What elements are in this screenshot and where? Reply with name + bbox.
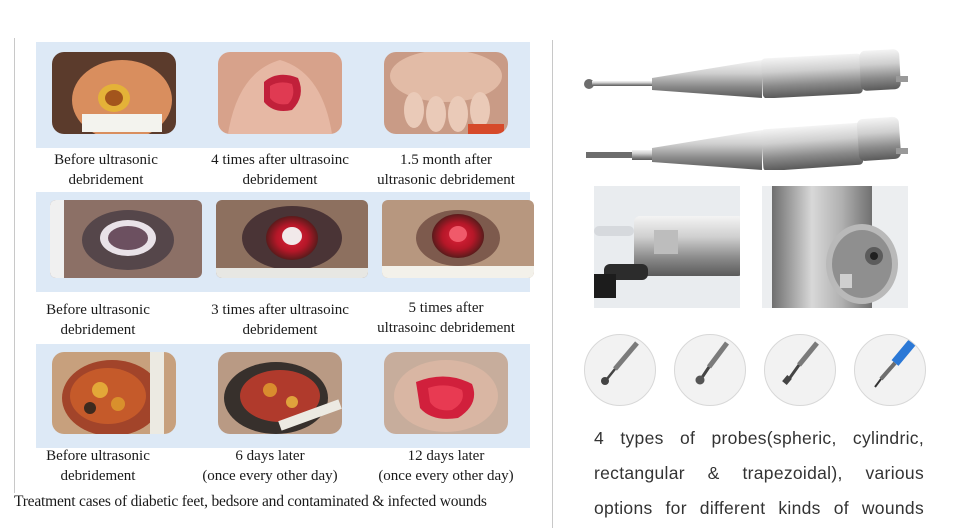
handpiece-cylindric-probe xyxy=(586,116,908,170)
probe-description: 4 types of probes(spheric, cylindric, re… xyxy=(594,428,924,518)
handpiece-connector-closeup xyxy=(594,186,740,308)
treatment-cases-caption: Treatment cases of diabetic feet, bedsor… xyxy=(14,493,487,510)
probe-tip-spheric xyxy=(584,334,656,406)
case-photo-bedsore-before xyxy=(50,200,202,278)
probe-tip-rectangular xyxy=(764,334,836,406)
case-caption-3-2: 6 days later(once every other day) xyxy=(202,448,338,484)
middle-divider xyxy=(552,40,553,528)
case-photo-bedsore-3-times xyxy=(216,200,368,278)
case-photo-diabetic-foot-before xyxy=(52,52,176,134)
left-divider xyxy=(14,38,15,493)
handpiece-spheric-probe xyxy=(584,49,908,98)
probe-tip-trapezoidal xyxy=(854,334,926,406)
handpiece-rear-closeup xyxy=(762,186,908,308)
probe-tip-cylindric xyxy=(674,334,746,406)
case-photo-infected-wound-12-days xyxy=(384,352,508,434)
case-photo-bedsore-5-times xyxy=(382,200,534,278)
case-photo-infected-wound-before xyxy=(52,352,176,434)
case-photo-diabetic-foot-1-5-month xyxy=(384,52,508,134)
case-photo-diabetic-foot-4-times xyxy=(218,52,342,134)
case-photo-infected-wound-6-days xyxy=(218,352,342,434)
case-caption-3-3: 12 days later(once every other day) xyxy=(378,448,514,484)
